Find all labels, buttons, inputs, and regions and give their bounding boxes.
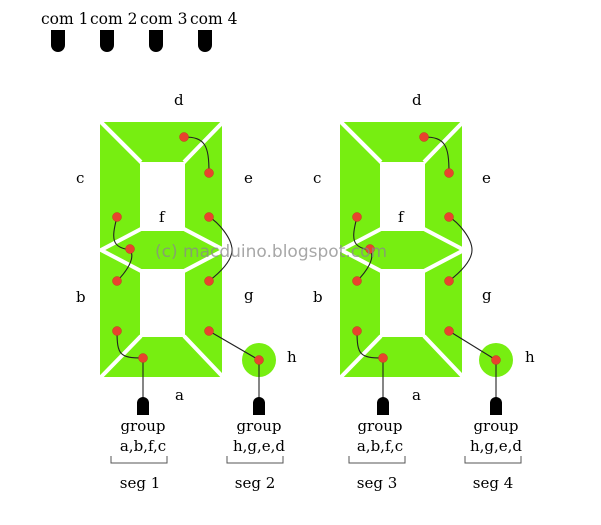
group-4-title: group — [473, 417, 518, 435]
digit-1-contact-dots — [112, 132, 264, 365]
com-1-pin-icon — [51, 30, 65, 52]
label-g: g — [482, 286, 492, 304]
label-f: f — [159, 208, 166, 226]
group-1-members: a,b,f,c — [120, 437, 166, 455]
group-2-title: group — [236, 417, 281, 435]
com-4-label: com 4 — [190, 10, 238, 28]
com-3-pin-icon — [149, 30, 163, 52]
label-f: f — [398, 208, 405, 226]
com-2-pin-icon — [100, 30, 114, 52]
label-e: e — [482, 169, 491, 187]
com-1-label: com 1 — [41, 10, 89, 28]
seg-1-label: seg 1 — [120, 474, 161, 492]
com-3-label: com 3 — [140, 10, 188, 28]
com-2-label: com 2 — [90, 10, 138, 28]
group-4-members: h,g,e,d — [470, 437, 522, 455]
label-a: a — [175, 386, 184, 404]
label-e: e — [244, 169, 253, 187]
label-g: g — [244, 286, 254, 304]
label-h: h — [287, 348, 297, 366]
com-4-pin-icon — [198, 30, 212, 52]
label-c: c — [76, 169, 84, 187]
label-d: d — [174, 91, 184, 109]
seg-4-label: seg 4 — [473, 474, 514, 492]
seg-2-pin-icon — [253, 397, 265, 415]
group-3-title: group — [357, 417, 402, 435]
group-3-members: a,b,f,c — [357, 437, 403, 455]
segment-c — [340, 124, 380, 249]
group-1-title: group — [120, 417, 165, 435]
digit-2-contact-dots — [352, 132, 501, 365]
seg-3-pin-icon — [377, 397, 389, 415]
seg-1-pin-icon — [137, 397, 149, 415]
group-2-members: h,g,e,d — [233, 437, 285, 455]
digit-2: d c e f b g h a group a,b,f,c seg 3 grou… — [313, 91, 535, 492]
watermark: (c) macduino.blogspot.com — [155, 242, 387, 262]
segment-c — [100, 124, 140, 249]
label-h: h — [525, 348, 535, 366]
seg-3-label: seg 3 — [357, 474, 398, 492]
common-pins: com 1 com 2 com 3 com 4 — [41, 10, 238, 52]
label-c: c — [313, 169, 321, 187]
seg-4-pin-icon — [490, 397, 502, 415]
label-a: a — [412, 386, 421, 404]
label-b: b — [313, 288, 323, 306]
seg-2-label: seg 2 — [235, 474, 276, 492]
digit-1: d c e f b g h a group a,b,f,c seg 1 grou… — [76, 91, 297, 492]
label-b: b — [76, 288, 86, 306]
label-d: d — [412, 91, 422, 109]
